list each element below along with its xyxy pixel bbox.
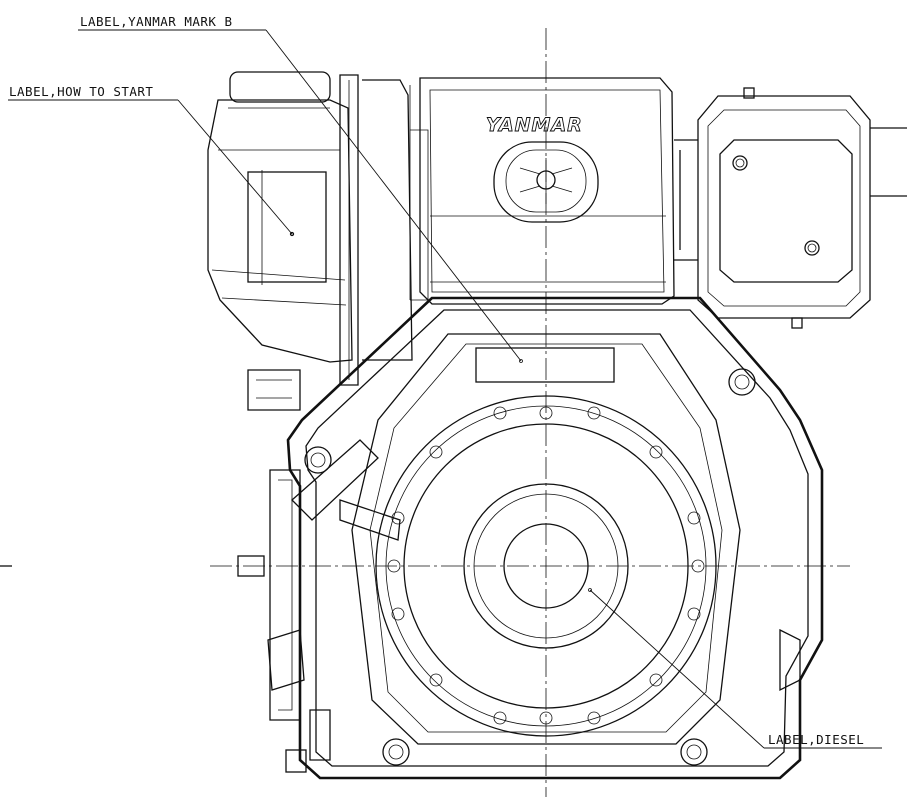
cover-bolts [387, 406, 705, 725]
gear-case-housing [286, 296, 824, 780]
label-how-to-start: LABEL,HOW TO START [9, 84, 153, 99]
muffler [674, 87, 907, 329]
fuel-tank [207, 71, 429, 386]
left-side-components [237, 369, 801, 773]
housing-bolts [304, 368, 756, 766]
leader-lines [8, 29, 882, 749]
top-cover: YANMAR [409, 77, 675, 305]
gear-cover [375, 395, 717, 737]
label-yanmar-mark-b: LABEL,YANMAR MARK B [80, 14, 233, 29]
label-diesel: LABEL,DIESEL [768, 732, 864, 747]
yanmar-logo: YANMAR [486, 114, 583, 136]
center-lines [0, 28, 850, 797]
